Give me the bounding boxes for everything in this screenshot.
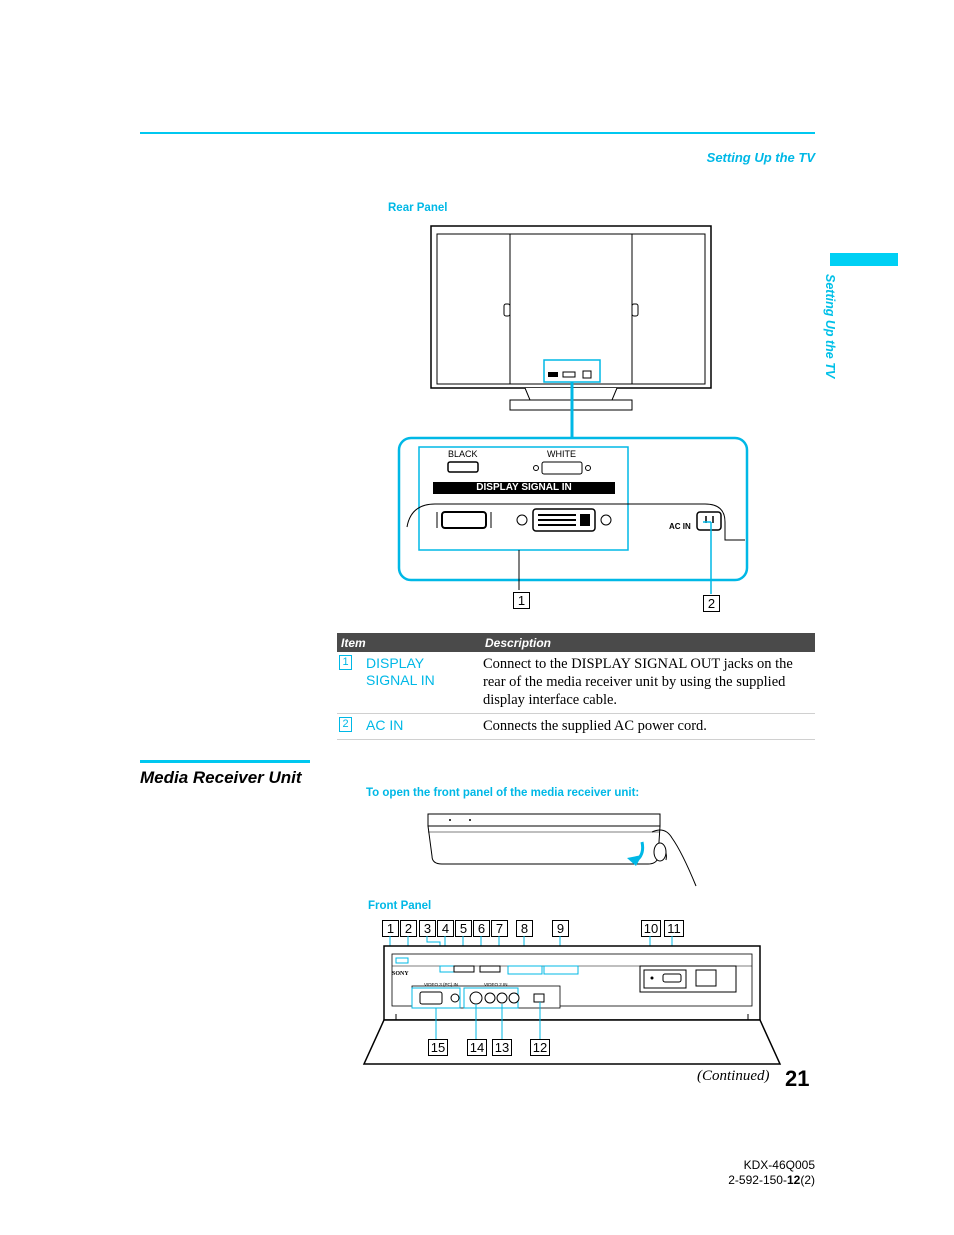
item-name: AC IN	[366, 717, 404, 733]
front-callout-3: 3	[419, 920, 436, 937]
callout-1: 1	[513, 592, 530, 609]
front-callout-4: 4	[437, 920, 454, 937]
front-callout-15: 15	[428, 1039, 448, 1056]
front-callout-5: 5	[455, 920, 472, 937]
open-panel-illustration	[427, 813, 697, 887]
continued-note: (Continued)	[697, 1068, 770, 1084]
code-suffix: (2)	[800, 1173, 815, 1187]
side-tab-bar	[830, 253, 898, 266]
rear-panel-caption: Rear Panel	[388, 202, 448, 214]
open-front-panel-caption: To open the front panel of the media rec…	[366, 787, 640, 799]
front-callout-12: 12	[530, 1039, 550, 1056]
top-rule	[140, 132, 815, 134]
table-row: 1 DISPLAY SIGNAL IN Connect to the DISPLA…	[337, 652, 815, 714]
row-number: 2	[339, 717, 352, 732]
ac-in-label: AC IN	[669, 522, 691, 531]
row-number: 1	[339, 655, 352, 670]
display-signal-in-label: DISPLAY SIGNAL IN	[476, 482, 572, 493]
item-name: DISPLAY SIGNAL IN	[366, 655, 435, 688]
front-panel-illustration	[362, 936, 782, 1065]
item-description: Connect to the DISPLAY SIGNAL OUT jacks …	[481, 652, 815, 714]
front-callout-13: 13	[492, 1039, 512, 1056]
white-label: WHITE	[547, 449, 576, 459]
model-number: KDX-46Q005	[743, 1158, 815, 1172]
front-callout-1: 1	[382, 920, 399, 937]
document-code: 2-592-150-12(2)	[728, 1173, 815, 1187]
item-description: Connects the supplied AC power cord.	[481, 713, 815, 740]
table-row: 2 AC IN Connects the supplied AC power co…	[337, 713, 815, 740]
callout-2: 2	[703, 595, 720, 612]
front-callout-9: 9	[552, 920, 569, 937]
table-header-description: Description	[481, 633, 815, 652]
front-callout-6: 6	[473, 920, 490, 937]
front-callout-10: 10	[641, 920, 661, 937]
table-header-item: Item	[337, 633, 481, 652]
page-number: 21	[785, 1066, 810, 1091]
rear-panel-illustration	[397, 225, 749, 594]
code-prefix: 2-592-150-	[728, 1173, 787, 1187]
video3-label: VIDEO 3 (PC) IN	[424, 982, 459, 987]
side-tab-label: Setting Up the TV	[823, 274, 837, 379]
code-bold: 12	[786, 1173, 801, 1187]
media-receiver-heading: Media Receiver Unit	[140, 768, 302, 787]
section-rule	[140, 760, 310, 763]
front-callout-7: 7	[491, 920, 508, 937]
video2-label: VIDEO 2 IN	[484, 982, 508, 987]
front-callout-2: 2	[400, 920, 417, 937]
front-callout-8: 8	[516, 920, 533, 937]
front-callout-11: 11	[664, 920, 684, 937]
black-label: BLACK	[448, 449, 478, 459]
brand-logo: SONY	[392, 971, 409, 977]
items-table: Item Description 1 DISPLAY SIGNAL IN Conn…	[337, 633, 815, 740]
front-panel-caption: Front Panel	[368, 900, 432, 912]
front-callout-14: 14	[467, 1039, 487, 1056]
section-title: Setting Up the TV	[706, 150, 815, 165]
